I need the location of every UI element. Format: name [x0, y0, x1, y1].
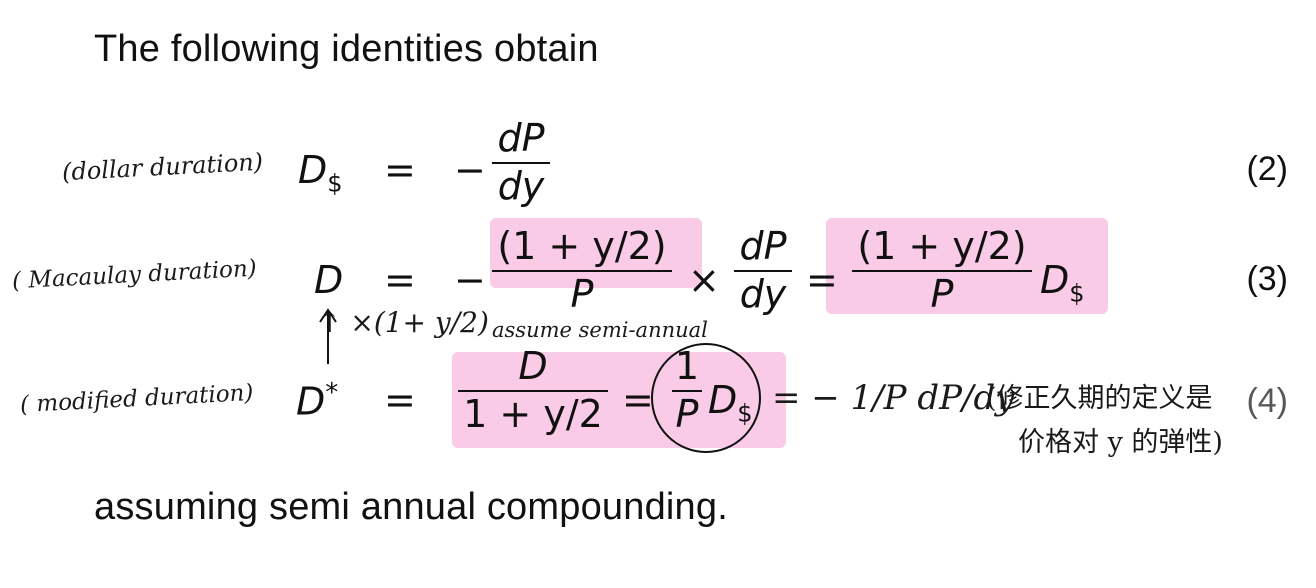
- fraction-bar: [458, 389, 608, 392]
- annotation-tail-formula: = − 1/P dP/dy: [772, 378, 1015, 418]
- lhs-symbol: D: [298, 148, 328, 192]
- equals-sign: =: [384, 148, 416, 192]
- numerator: (1 + y/2): [857, 224, 1027, 268]
- term-subscript: $: [1069, 279, 1085, 308]
- fraction-D-over-oneplus: D 1 + y/2: [458, 344, 608, 436]
- fraction-dP-dy: dP dy: [734, 224, 792, 316]
- numerator-text: (1 + y/2): [497, 224, 667, 268]
- highlight-macaulay-fraction: [490, 218, 702, 288]
- numerator-text: (1 + y/2): [857, 224, 1027, 268]
- numerator: 1: [674, 344, 700, 388]
- fraction-bar: [492, 161, 550, 164]
- annotation-chinese-line1: (修正久期的定义是: [986, 383, 1213, 414]
- term-symbol: D: [1040, 258, 1070, 302]
- equals-sign: =: [622, 378, 654, 422]
- fraction-oneplus-over-P: (1 + y/2) P: [492, 224, 672, 316]
- term-subscript: $: [737, 399, 753, 428]
- annotation-macaulay-duration: ( Macaulay duration): [11, 255, 258, 295]
- lhs-symbol: D: [296, 379, 326, 424]
- annotation-arrow-multiply: ↑ ×(1+ y/2): [318, 306, 489, 339]
- denominator: dy: [739, 271, 787, 316]
- outro-text: assuming semi annual compounding.: [94, 486, 728, 528]
- numerator: dP: [739, 224, 787, 268]
- equation-number-2: (2): [1246, 150, 1288, 188]
- equals-sign: =: [806, 258, 838, 302]
- intro-text: The following identities obtain: [94, 28, 599, 70]
- numerator: dP: [497, 116, 545, 160]
- numerator: (1 + y/2): [497, 224, 667, 268]
- times-sign: ×: [688, 258, 720, 302]
- lhs-macaulay: D: [314, 258, 344, 302]
- denominator: P: [675, 391, 699, 436]
- equals-sign: =: [384, 258, 416, 302]
- fraction-one-over-P: 1 P: [672, 344, 702, 436]
- annotation-chinese-line2: 价格对 y 的弹性): [1018, 427, 1223, 458]
- lhs-modified: D*: [296, 378, 338, 424]
- denominator: 1 + y/2: [463, 391, 603, 436]
- equation-number-4: (4): [1246, 382, 1288, 420]
- dollar-duration-term: D$: [708, 378, 753, 428]
- lhs-superscript: *: [325, 378, 339, 408]
- denominator: P: [570, 271, 594, 316]
- annotation-assume-semi-annual: assume semi-annual: [492, 318, 708, 342]
- fraction-bar: [492, 269, 672, 272]
- lhs-subscript: $: [327, 169, 343, 198]
- denominator: dy: [497, 163, 545, 208]
- numerator: D: [518, 344, 548, 388]
- fraction-bar: [852, 269, 1032, 272]
- annotation-modified-duration: ( modified duration): [19, 379, 255, 419]
- term-symbol: D: [708, 378, 738, 422]
- dollar-duration-term: D$: [1040, 258, 1085, 308]
- minus-sign: −: [454, 258, 486, 302]
- annotation-dollar-duration: (dollar duration): [61, 147, 264, 187]
- equals-sign: =: [384, 378, 416, 422]
- equation-number-3: (3): [1246, 260, 1288, 298]
- fraction-oneplus-over-P-rhs: (1 + y/2) P: [852, 224, 1032, 316]
- lhs-dollar-duration: D$: [298, 148, 343, 198]
- fraction-bar: [734, 269, 792, 272]
- denominator: P: [930, 271, 954, 316]
- fraction-dP-dy: dP dy: [492, 116, 550, 208]
- minus-sign: −: [454, 148, 486, 192]
- highlight-macaulay-rhs: [826, 218, 1108, 314]
